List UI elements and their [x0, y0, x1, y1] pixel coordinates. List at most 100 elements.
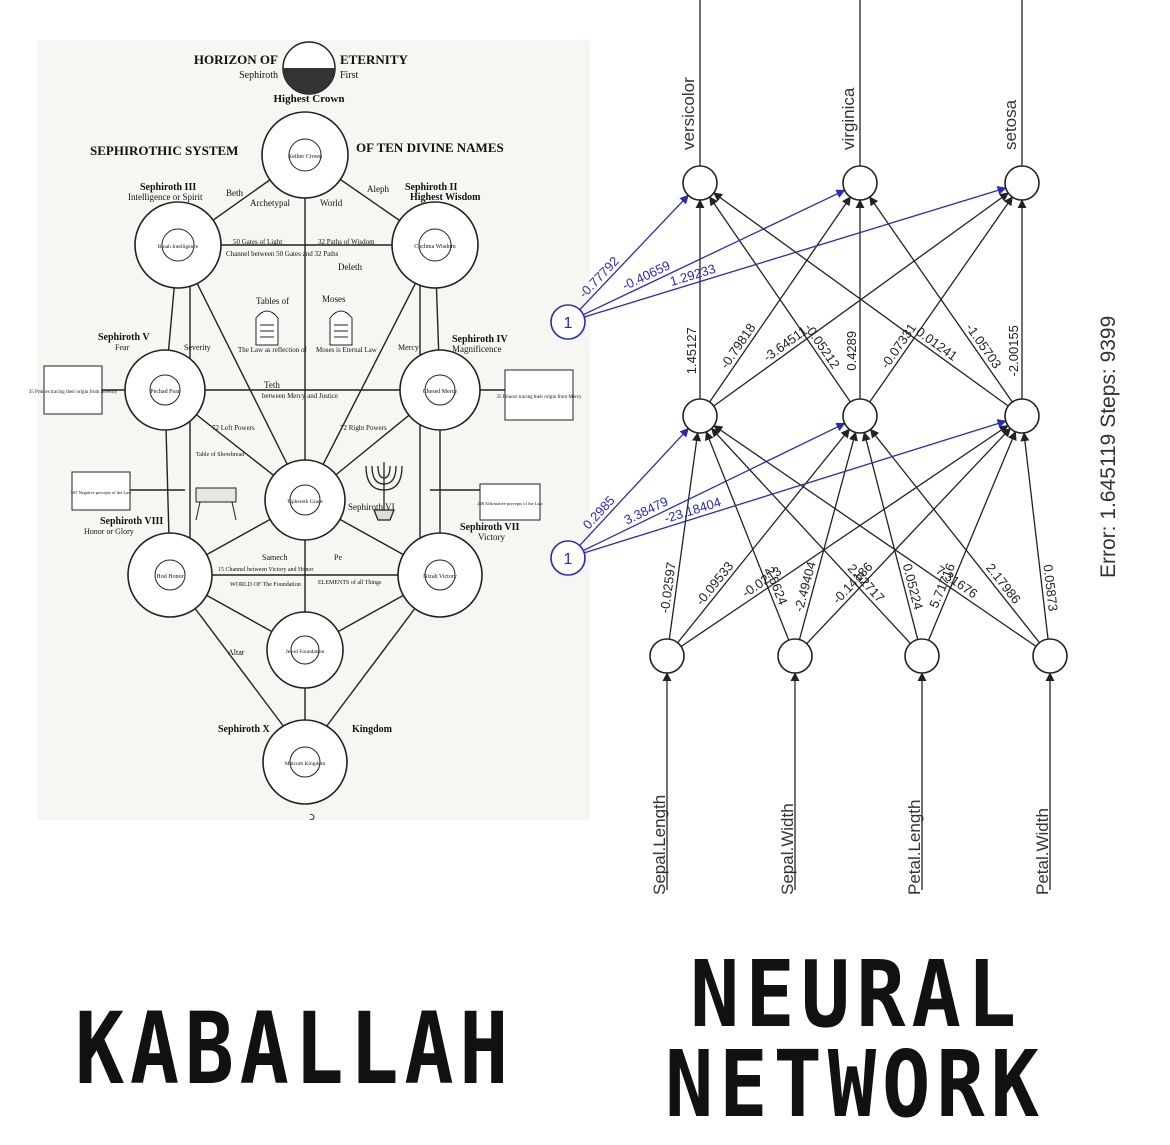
aleph-label: Aleph: [367, 184, 389, 194]
network-caption: NETWORK: [665, 1032, 1045, 1139]
bias-node-output: [550, 304, 586, 340]
edge-bias-output-2: [583, 189, 846, 316]
negative-precepts-box: 365 Negative precepts of the Law: [71, 471, 132, 511]
edge-bias-hidden-3: [584, 419, 1007, 554]
edge-hidden-1-output-2-weight: -0.79818: [717, 321, 758, 372]
highest-crown-label: Highest Crown: [274, 93, 345, 105]
bias-node-output-label: 1: [564, 315, 573, 332]
input-node-2: [777, 638, 813, 674]
menorah-illustration: [365, 462, 403, 521]
tablet-right-illustration: [329, 310, 353, 346]
input-label-Petal.Width: Petal.Width: [1033, 808, 1052, 895]
input-label-Sepal.Length: Sepal.Length: [650, 795, 669, 895]
gates-label: 50 Gates of Light: [233, 238, 282, 246]
neural-caption: NEURAL: [690, 942, 1023, 1049]
seph5-title: Sephiroth V: [98, 332, 150, 343]
seph8-sub: Honor or Glory: [84, 527, 134, 536]
sephira-chochma: Cochma Wisdom: [391, 201, 479, 289]
input-label-Sepal.Width: Sepal.Width: [778, 803, 797, 895]
hidden-node-2: [842, 398, 878, 434]
seph2-title: Sephiroth II: [405, 182, 457, 193]
mercy-label: Mercy: [398, 343, 419, 352]
edge-hidden-3-output-3-weight: -2.00155: [1006, 325, 1021, 376]
edge-input-1-hidden-2-weight: -0.09533: [692, 559, 736, 608]
edge-bias-output-3: [584, 186, 1007, 318]
archetypal-label: Archetypal: [250, 198, 290, 208]
edge-input-4-hidden-2-weight: 2.17986: [983, 560, 1024, 606]
malkuth-name: Malcuth Kingdom: [285, 761, 326, 767]
sephira-binah: Binah Intelligence: [134, 201, 222, 289]
princes-left-text: 35 Princes tracing their origin from Sev…: [29, 390, 118, 395]
edge-hidden-3-output-2-weight: -1.05703: [963, 321, 1005, 372]
nizah-name: Nizah Victory: [423, 574, 457, 580]
edge-hidden-1-output-1-weight: 1.45127: [684, 327, 699, 374]
edge-hidden-2-output-1: [709, 196, 851, 403]
samech-label: Samech: [262, 553, 287, 562]
tiphereth-name: Tiphereth Grace: [287, 499, 323, 505]
error-steps-label: Error: 1.645119 Steps: 9399: [1097, 316, 1120, 578]
output-node-3: [1004, 165, 1040, 201]
seph4-sub: Magnificence: [452, 344, 501, 354]
input-label-Petal.Length: Petal.Length: [905, 800, 924, 895]
output-node-1: [682, 165, 718, 201]
kingdom-label: Kingdom: [352, 724, 393, 735]
edge-input-3-hidden-2: [861, 431, 919, 640]
input-node-4: [1032, 638, 1068, 674]
seph8-title: Sephiroth VIII: [100, 516, 163, 527]
teth-label: Teth: [264, 380, 280, 390]
system-right-label: OF TEN DIVINE NAMES: [356, 140, 504, 155]
edge-hidden-2-output-2-weight: 0.4289: [844, 331, 859, 371]
world-foundation-label: WORLD OF The Foundation: [230, 582, 301, 588]
edge-bias-hidden-3-weight: -23.18404: [662, 494, 722, 526]
sephira-nizah: Nizah Victory: [397, 532, 483, 618]
kabbalah-tree-of-life: HORIZON OF ETERNITY Sephiroth First High…: [29, 40, 590, 823]
horizon-disc: [282, 41, 336, 95]
edge-input-1-hidden-3: [680, 424, 1009, 648]
left-powers-label: 72 Left Powers: [212, 424, 255, 432]
output-label-virginica: virginica: [839, 87, 858, 150]
seph4-title: Sephiroth IV: [452, 334, 508, 345]
tables-label: Tables of: [256, 296, 289, 306]
law-reflection-label: The Law as reflection of: [238, 346, 307, 354]
seph10-title: Sephiroth X: [218, 724, 271, 735]
sephira-jesod: Jesod Foundation: [266, 611, 344, 689]
seph3-sub: Intelligence or Spirit: [128, 192, 203, 202]
princes-right-box: 35 Princes tracing their origin from Mer…: [497, 369, 582, 421]
page-mark: ɔ: [309, 810, 315, 823]
pe-label: Pe: [334, 553, 342, 562]
between-label: between Mercy and Justice: [262, 392, 338, 400]
edge-hidden-3-output-2: [869, 196, 1013, 403]
world-label: World: [320, 198, 343, 208]
seph7-sub: Victory: [478, 532, 505, 542]
edge-hidden-3-output-1: [713, 192, 1009, 407]
edge-bias-hidden-1: [579, 427, 690, 546]
edge-hidden-3-output-1-weight: 0.01241: [913, 324, 960, 364]
edge-input-3-hidden-1: [710, 427, 911, 644]
edge-input-2-hidden-1: [705, 430, 790, 641]
deleth-label: Deleth: [338, 262, 362, 272]
sephira-kether: Kether Crown: [261, 111, 349, 199]
hidden-node-1: [682, 398, 718, 434]
seph6-label: Sephiroth VI: [348, 502, 395, 512]
bias-node-hidden-label: 1: [564, 551, 573, 568]
edge-input-4-hidden-1: [713, 425, 1037, 647]
beth-label: Beth: [226, 188, 243, 198]
tablet-left-illustration: [255, 310, 279, 346]
system-left-label: SEPHIROTHIC SYSTEM: [90, 143, 238, 158]
edge-input-2-hidden-2-weight: -2.49404: [791, 560, 819, 613]
hidden-node-3: [1004, 398, 1040, 434]
edge-hidden-2-output-3-weight: -0.07331: [878, 321, 920, 372]
horizon-right-label: ETERNITY: [340, 52, 409, 67]
sephira-tiphereth: Tiphereth Grace: [264, 459, 346, 541]
chesed-name: Chesed Mercy: [423, 389, 458, 395]
input-node-1: [649, 638, 685, 674]
chochma-name: Cochma Wisdom: [414, 244, 456, 250]
channel-between-label: Channel between 50 Gates and 32 Paths: [226, 250, 339, 258]
edge-input-2-hidden-3: [806, 427, 1011, 645]
first-label: First: [340, 70, 359, 81]
sephira-chesed: Chesed Mercy: [399, 349, 481, 431]
seph3-title: Sephiroth III: [140, 182, 196, 193]
bias-node-hidden: [550, 540, 586, 576]
